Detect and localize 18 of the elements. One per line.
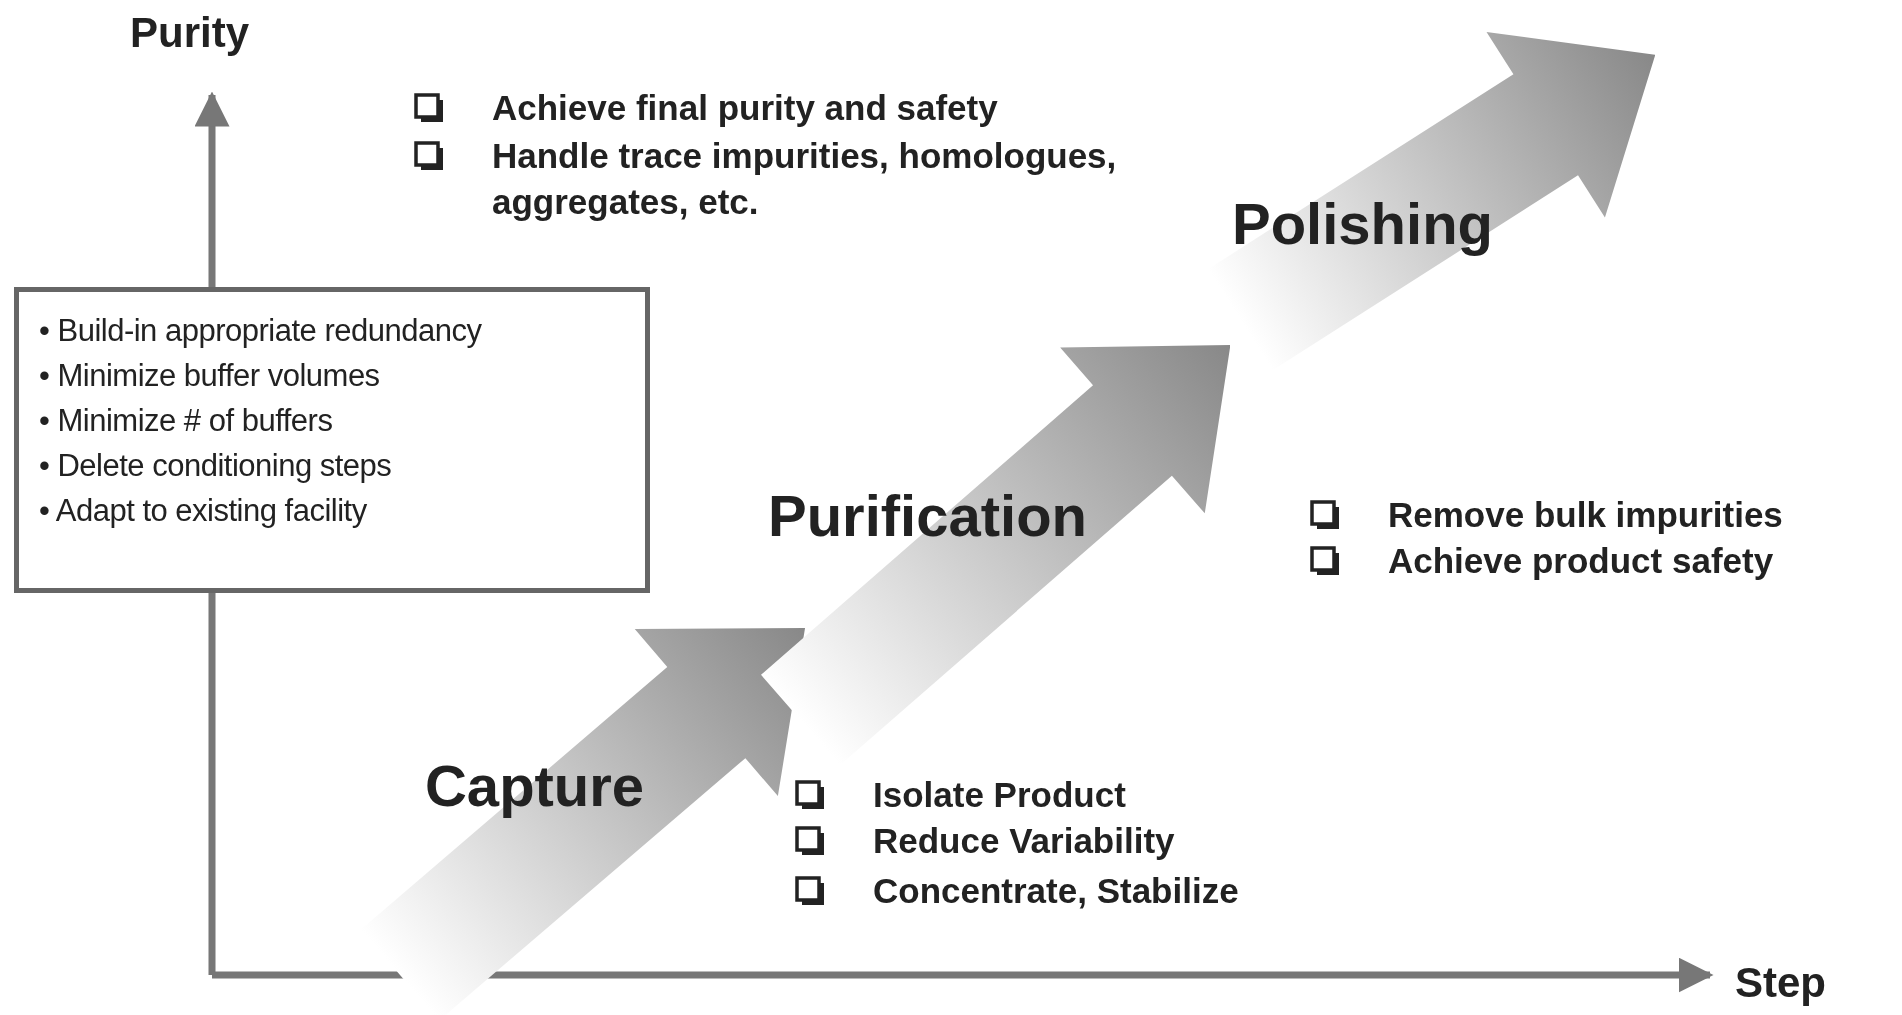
bullet-item: • Adapt to existing facility bbox=[39, 492, 367, 530]
bullet-item: • Minimize buffer volumes bbox=[39, 357, 380, 395]
bullet-item: • Build-in appropriate redundancy bbox=[39, 312, 482, 350]
list-item-text: Achieve product safety bbox=[1388, 540, 1775, 582]
axis-title: Purity bbox=[130, 10, 251, 56]
list-item-text: Handle trace impurities, homologues, aggregates, etc. bbox=[492, 135, 1118, 223]
list-item-text: Reduce Variability bbox=[873, 820, 1176, 862]
list-item-text: Remove bulk impurities bbox=[1388, 494, 1784, 536]
stage-title: Capture bbox=[425, 752, 645, 819]
note-box bbox=[14, 287, 650, 593]
list-item-text: Achieve final purity and safety bbox=[492, 87, 999, 129]
axis-title: Step bbox=[1735, 960, 1827, 1006]
bullet-item: • Delete conditioning steps bbox=[39, 447, 392, 485]
stage-title: Purification bbox=[768, 482, 1087, 549]
list-item-text: Isolate Product bbox=[873, 774, 1127, 816]
stage-title: Polishing bbox=[1232, 190, 1493, 257]
list-item-text: Concentrate, Stabilize bbox=[873, 870, 1240, 912]
bullet-item: • Minimize # of buffers bbox=[39, 402, 333, 440]
